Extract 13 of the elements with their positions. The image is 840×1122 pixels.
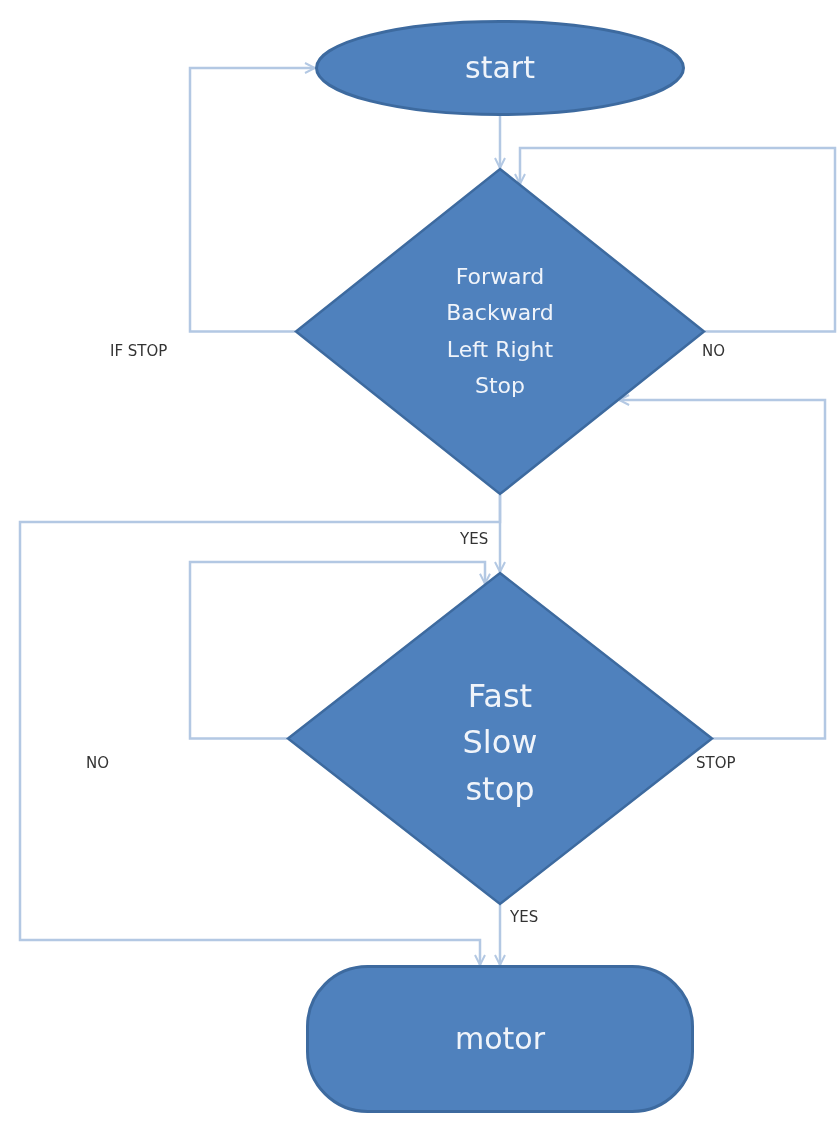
node-label: motor [455,1021,545,1057]
node-label: Forward Backward Left Right Stop [446,262,554,400]
arrow [18,495,502,966]
arrow [618,394,827,740]
arrow [188,560,491,740]
node-label: start [465,50,535,86]
start-ellipse [315,20,685,116]
decision-diamond [295,168,705,495]
arrow [188,62,316,333]
arrow [514,146,837,333]
arrow [494,116,506,169]
arrow [494,905,506,966]
node-label: Fast Slow stop [462,675,538,810]
